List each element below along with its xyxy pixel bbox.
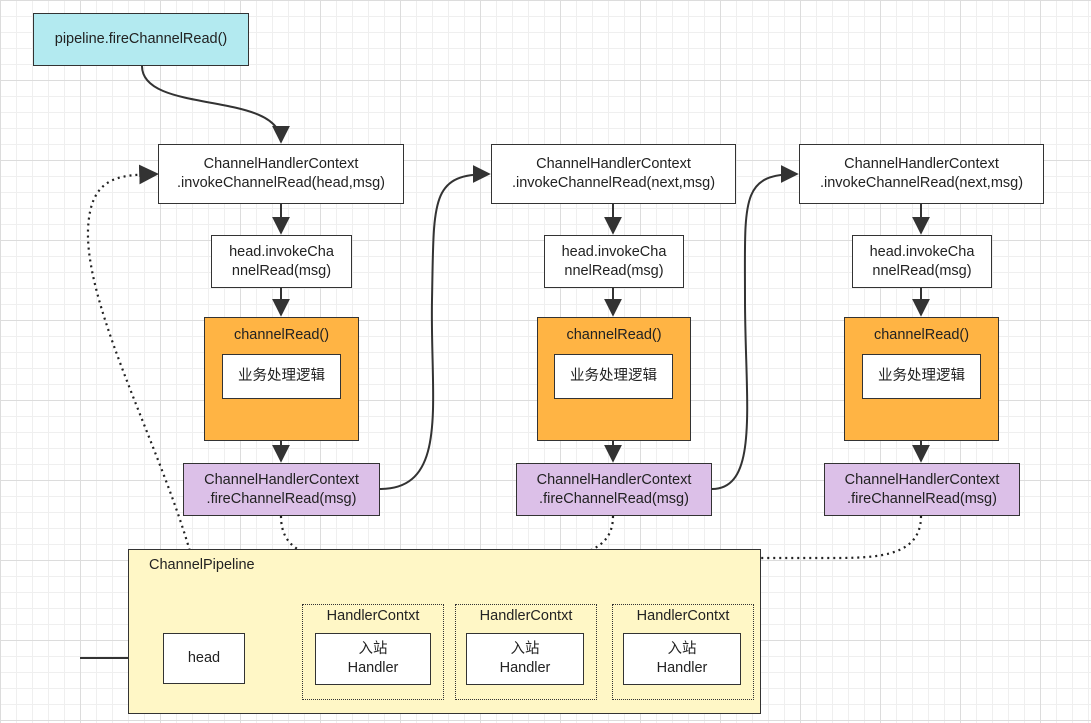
fire-context-2-line-1: ChannelHandlerContext [536,471,692,488]
arrow-fire-1-to-invoke-2 [379,165,491,490]
channel-read-node-3: channelRead() 业务处理逻辑 [844,317,999,441]
channel-read-1-label: channelRead() [233,327,330,343]
business-logic-3-label: 业务处理逻辑 [878,368,965,384]
handler-context-1-label: HandlerContxt [326,608,420,624]
head-invoke-3-line-2: nnelRead(msg) [872,262,972,279]
invoke-context-1-line-1: ChannelHandlerContext [203,156,359,172]
handler-context-1: HandlerContxt [302,604,444,700]
channel-read-2-label: channelRead() [566,327,662,343]
fire-context-node-1: ChannelHandlerContext .fireChannelRead(m… [183,463,380,516]
channel-read-node-2: channelRead() 业务处理逻辑 [537,317,691,441]
fire-context-2-line-2: .fireChannelRead(msg) [539,490,689,507]
fire-context-3-line-2: .fireChannelRead(msg) [847,490,997,507]
head-invoke-node-2: head.invokeCha nnelRead(msg) [544,235,684,288]
channel-read-3-label: channelRead() [873,327,970,343]
head-node-label: head [187,650,221,666]
invoke-context-1-line-2: .invokeChannelRead(head,msg) [177,175,385,191]
dotted-fire-2-to-context-2 [512,515,615,605]
inbound-handler-3-line-1: 入站 [667,641,697,657]
head-invoke-3-line-1: head.invokeCha [869,243,975,260]
arrow-fire-2-to-invoke-3 [711,165,799,490]
start-node: pipeline.fireChannelRead() [33,13,249,66]
inbound-handler-2-line-2: Handler [499,660,551,676]
channel-pipeline-container: ChannelPipeline [128,549,761,714]
fire-context-node-3: ChannelHandlerContext .fireChannelRead(m… [824,463,1020,516]
invoke-context-3-line-1: ChannelHandlerContext [844,156,999,172]
inbound-handler-3: 入站 Handler [623,633,741,685]
head-node: head [163,633,245,684]
business-logic-box-3: 业务处理逻辑 [862,354,981,399]
fire-context-node-2: ChannelHandlerContext .fireChannelRead(m… [516,463,712,516]
inbound-handler-1: 入站 Handler [315,633,431,685]
business-logic-box-1: 业务处理逻辑 [222,354,341,399]
channel-read-node-1: channelRead() 业务处理逻辑 [204,317,359,441]
head-invoke-node-1: head.invokeCha nnelRead(msg) [211,235,352,288]
head-invoke-2-line-2: nnelRead(msg) [564,262,664,279]
handler-context-3-label: HandlerContxt [636,608,730,624]
inbound-handler-3-line-2: Handler [656,660,708,676]
business-logic-1-label: 业务处理逻辑 [238,368,325,384]
inbound-handler-1-line-2: Handler [347,660,399,676]
channel-pipeline-label: ChannelPipeline [149,557,255,573]
dotted-head-to-invoke-1 [86,164,206,634]
handler-context-2: HandlerContxt [455,604,597,700]
start-node-label: pipeline.fireChannelRead() [54,31,228,47]
handler-context-2-label: HandlerContxt [479,608,573,624]
business-logic-box-2: 业务处理逻辑 [554,354,673,399]
fire-context-3-line-1: ChannelHandlerContext [844,471,1000,488]
inbound-handler-2-line-1: 入站 [510,641,540,657]
head-invoke-1-line-2: nnelRead(msg) [231,262,332,279]
invoke-context-2-line-2: .invokeChannelRead(next,msg) [511,175,716,191]
inbound-handler-1-line-1: 入站 [358,641,388,657]
head-invoke-2-line-1: head.invokeCha [561,243,667,260]
invoke-context-node-2: ChannelHandlerContext .invokeChannelRead… [491,144,736,204]
fire-context-1-line-2: .fireChannelRead(msg) [206,490,357,507]
head-invoke-node-3: head.invokeCha nnelRead(msg) [852,235,992,288]
inbound-handler-2: 入站 Handler [466,633,584,685]
invoke-context-node-3: ChannelHandlerContext .invokeChannelRead… [799,144,1044,204]
head-invoke-1-line-1: head.invokeCha [229,243,334,260]
invoke-context-3-line-2: .invokeChannelRead(next,msg) [819,175,1024,191]
arrow-start-to-invoke-1 [141,65,290,144]
handler-context-3: HandlerContxt [612,604,754,700]
business-logic-2-label: 业务处理逻辑 [570,368,657,384]
invoke-context-node-1: ChannelHandlerContext .invokeChannelRead… [158,144,404,204]
fire-context-1-line-1: ChannelHandlerContext [204,471,359,488]
invoke-context-2-line-1: ChannelHandlerContext [536,156,691,172]
